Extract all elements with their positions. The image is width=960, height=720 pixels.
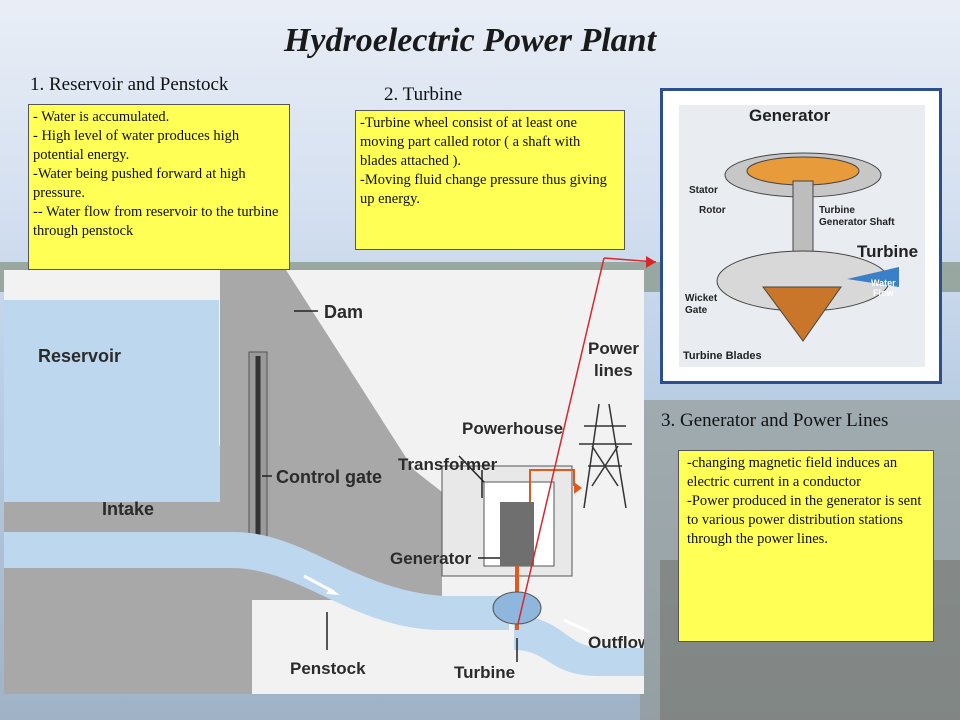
inset-stator-label: Stator [689, 185, 718, 196]
penstock-label: Penstock [290, 659, 366, 678]
dam-body [220, 270, 442, 600]
penstock-pipe [4, 532, 509, 630]
generator-heading: 3. Generator and Power Lines [661, 410, 889, 431]
transformer-label: Transformer [398, 455, 498, 474]
outflow-label: Outflow [588, 633, 644, 652]
inset-water-label: Water [871, 278, 896, 288]
intake-label: Intake [102, 499, 154, 519]
generator-note: -changing magnetic field induces an elec… [678, 450, 934, 642]
turbine-label: Turbine [454, 663, 515, 682]
inset-shaft-label-2: Generator Shaft [819, 217, 895, 228]
control-gate-label: Control gate [276, 467, 382, 487]
generator-line: -changing magnetic field induces an elec… [687, 455, 898, 490]
power-connection [529, 469, 575, 502]
reservoir-line: -- Water flow from reservoir to the turb… [33, 204, 279, 239]
water-flow-arrow [847, 267, 899, 287]
lines-label: lines [594, 361, 633, 380]
inset-turbine-label: Turbine [857, 242, 918, 261]
reservoir-line: - High level of water produces high pote… [33, 128, 240, 163]
inset-flow-label: Flow [873, 288, 894, 298]
reservoir-line: -Water being pushed forward at high pres… [33, 166, 246, 201]
turbine-line: -Moving fluid change pressure thus givin… [360, 172, 607, 207]
inset-wicket-label: Wicket [685, 293, 718, 304]
turbine-wheel [492, 591, 542, 625]
inset-blades-label: Turbine Blades [683, 350, 762, 362]
turbine-note: -Turbine wheel consist of at least one m… [355, 110, 625, 250]
power-label: Power [588, 339, 639, 358]
turbine-heading: 2. Turbine [384, 84, 463, 105]
generator-line: -Power produced in the generator is sent… [687, 493, 922, 547]
reservoir-line: - Water is accumulated. [33, 109, 170, 125]
reservoir-water [4, 300, 254, 502]
reservoir-heading: 1. Reservoir and Penstock [30, 74, 229, 95]
page-title: Hydroelectric Power Plant [283, 22, 657, 59]
outflow-water [514, 616, 644, 676]
dam-label: Dam [324, 302, 363, 322]
turbine-blades [762, 286, 842, 342]
generator-label: Generator [390, 549, 472, 568]
generator-inset: Generator Stator Rotor Turbine Generator… [660, 88, 942, 384]
inset-gate-label: Gate [685, 305, 708, 316]
pylon-icon [579, 403, 632, 509]
powerhouse-label: Powerhouse [462, 419, 563, 438]
inset-rotor-label: Rotor [699, 205, 726, 216]
reservoir-label: Reservoir [38, 346, 121, 366]
reservoir-note: - Water is accumulated. - High level of … [28, 104, 290, 270]
inset-generator-label: Generator [749, 106, 831, 125]
inset-shaft-label: Turbine [819, 205, 855, 216]
hydro-diagram: Dam Reservoir Control gate Intake Powerh… [4, 270, 644, 694]
turbine-line: -Turbine wheel consist of at least one m… [360, 115, 581, 169]
generator-block [500, 502, 534, 566]
